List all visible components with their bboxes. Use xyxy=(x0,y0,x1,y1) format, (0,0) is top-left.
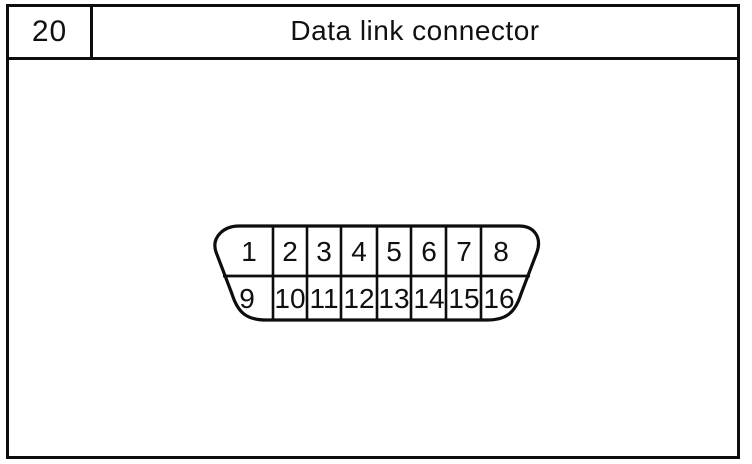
pin-label-9: 9 xyxy=(239,283,255,314)
connector-diagram: 1 2 3 4 5 6 7 8 9 10 11 12 13 14 15 16 xyxy=(213,224,541,322)
pin-label-4: 4 xyxy=(351,236,367,267)
pin-label-14: 14 xyxy=(413,283,444,314)
header-bar: 20 Data link connector xyxy=(9,7,737,60)
pin-label-6: 6 xyxy=(421,236,437,267)
pin-label-16: 16 xyxy=(483,283,514,314)
pin-label-10: 10 xyxy=(274,283,305,314)
section-number: 20 xyxy=(9,7,93,57)
pin-label-3: 3 xyxy=(316,236,332,267)
pin-label-13: 13 xyxy=(378,283,409,314)
pin-label-11: 11 xyxy=(309,283,338,314)
pin-label-8: 8 xyxy=(493,236,509,267)
pin-label-1: 1 xyxy=(241,236,257,267)
pin-label-7: 7 xyxy=(456,236,472,267)
pin-label-15: 15 xyxy=(448,283,479,314)
pin-label-2: 2 xyxy=(282,236,298,267)
pin-label-5: 5 xyxy=(386,236,402,267)
page-frame: 20 Data link connector 1 2 3 4 5 6 7 8 9… xyxy=(6,4,740,459)
pin-label-12: 12 xyxy=(343,283,374,314)
page-title: Data link connector xyxy=(290,15,540,46)
